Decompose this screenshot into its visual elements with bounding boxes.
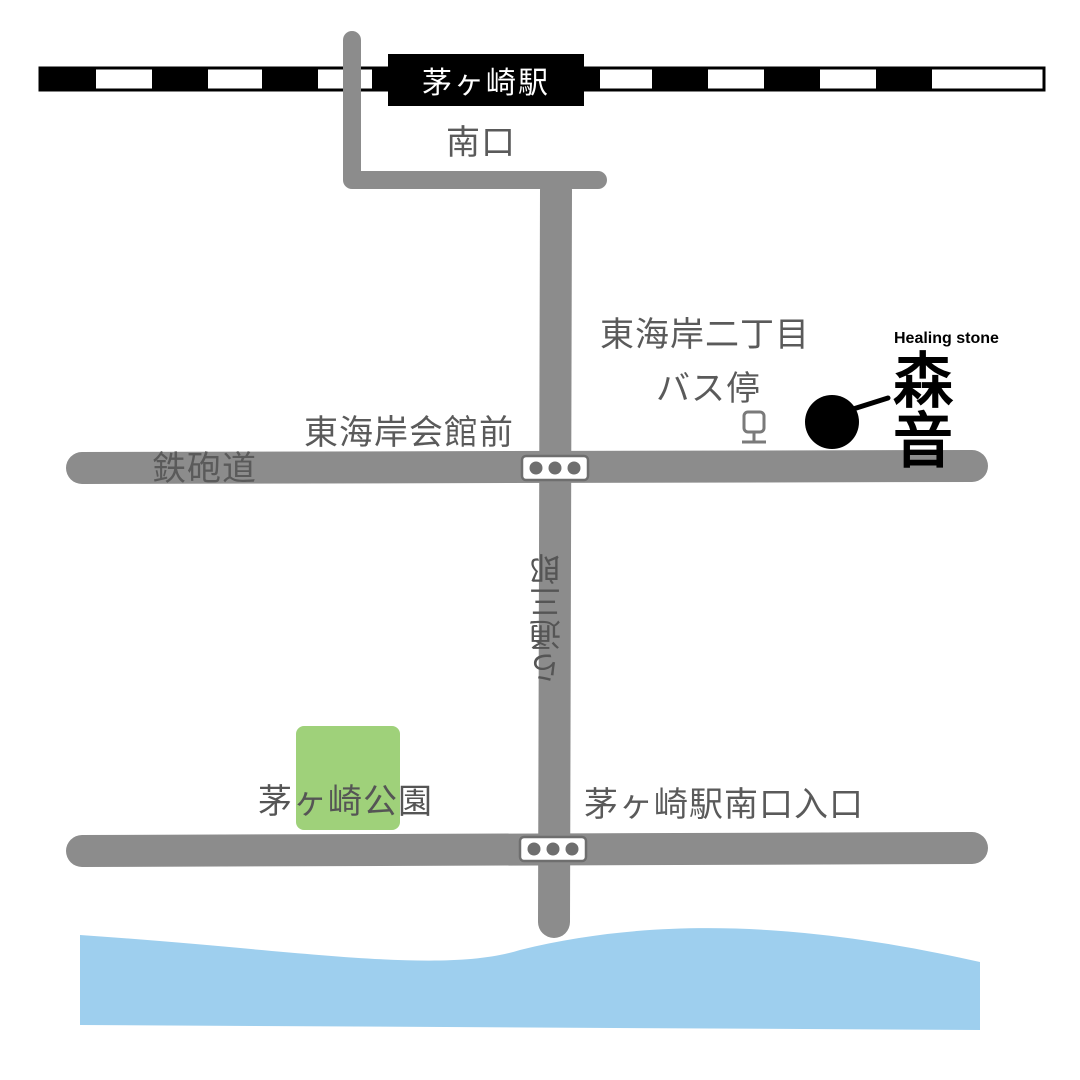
station-sign: 茅ヶ崎駅 [388, 54, 584, 106]
destination-name: 森 音 [893, 347, 971, 477]
sea [80, 928, 980, 1030]
station-name: 茅ヶ崎駅 [422, 66, 550, 101]
destination-subtitle: Healing stone [894, 330, 999, 347]
traffic-light-icon [518, 835, 588, 863]
bus-stop-label: バス停 [656, 369, 761, 409]
station-exit-label: 南口 [446, 123, 516, 163]
sankaku-road-label: ら通三郎 [528, 552, 566, 684]
station-access-road [343, 31, 607, 189]
location-dot-icon [805, 395, 891, 449]
east-coast-label: 東海岸二丁目 [600, 315, 810, 355]
park-area [296, 726, 400, 830]
community-hall-label: 東海岸会館前 [304, 413, 514, 453]
main-vertical-road [538, 174, 572, 938]
traffic-light-icon [520, 454, 590, 482]
bus-stop-icon [742, 410, 766, 444]
south-exit-entrance-label: 茅ヶ崎駅南口入口 [584, 785, 864, 825]
park-label: 茅ヶ崎公園 [258, 782, 433, 822]
teppo-road-label: 鉄砲道 [152, 449, 257, 489]
